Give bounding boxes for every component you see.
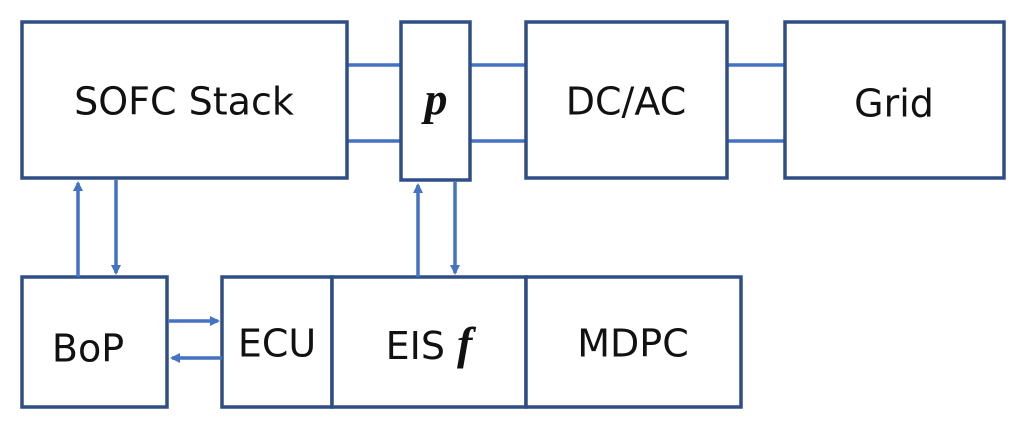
p-variable-label: p (421, 74, 448, 125)
bop-label: BoP (52, 327, 124, 371)
mdpc-block: MDPC (524, 275, 743, 409)
sofc-stack-label: SOFC Stack (74, 80, 294, 124)
eis-f-variable: f (457, 318, 477, 369)
ecu-label: ECU (238, 322, 316, 366)
eis-block: EIS f (330, 275, 528, 409)
p-block: p (399, 20, 472, 182)
ecu-block: ECU (220, 275, 334, 409)
dcac-label: DC/AC (566, 80, 686, 124)
bop-block: BoP (20, 275, 169, 409)
grid-label: Grid (854, 82, 934, 126)
eis-prefix: EIS (386, 324, 445, 368)
sofc-stack-block: SOFC Stack (20, 20, 349, 180)
grid-block: Grid (783, 20, 1006, 180)
mdpc-label: MDPC (577, 322, 689, 366)
eis-label: EIS f (386, 318, 477, 369)
dcac-block: DC/AC (524, 20, 729, 180)
